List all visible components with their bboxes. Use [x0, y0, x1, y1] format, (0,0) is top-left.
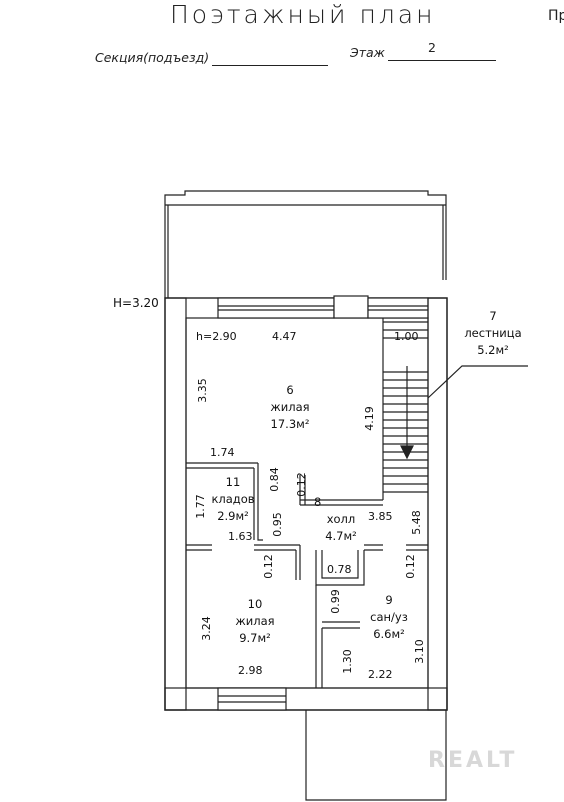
room-number: 10	[247, 597, 263, 611]
room-name: кладов	[211, 492, 255, 506]
dim-2-98: 2.98	[238, 664, 263, 677]
hall-niche	[315, 550, 365, 586]
right-wall	[427, 297, 448, 711]
porch-outline	[305, 710, 447, 801]
room-name: холл	[326, 512, 356, 526]
room-height: h=2.90	[196, 330, 237, 343]
section-label: Секция(подъезд)	[95, 50, 210, 65]
room-8-label: 8 холл 4.7м²	[314, 494, 368, 545]
room-number: 11	[225, 475, 241, 489]
dim-5-48: 5.48	[409, 510, 423, 535]
room-area: 9.7м²	[239, 631, 271, 645]
room-10-label: 10 жилая 9.7м²	[226, 596, 284, 647]
dim-3-35: 3.35	[195, 378, 209, 403]
dim-0-99: 0.99	[328, 589, 342, 614]
dim-1-00: 1.00	[394, 330, 419, 343]
dim-0-78: 0.78	[327, 563, 352, 576]
room-area: 2.9м²	[217, 509, 249, 523]
leader-line	[427, 365, 528, 399]
balcony-outline	[164, 190, 447, 298]
room-11-label: 11 кладов 2.9м²	[204, 474, 262, 525]
room-name: жилая	[235, 614, 275, 628]
room-name: жилая	[270, 400, 310, 414]
room-area: 6.6м²	[373, 627, 405, 641]
dim-0-12-c: 0.12	[403, 554, 417, 579]
corner-text: Пр	[548, 8, 564, 24]
building-height: H=3.20	[113, 296, 159, 310]
room-number: 6	[286, 383, 294, 397]
door-bottom	[217, 687, 287, 711]
dim-3-24: 3.24	[199, 616, 213, 641]
room-area: 5.2м²	[477, 343, 509, 357]
dim-1-63: 1.63	[228, 530, 253, 543]
section-underline	[212, 49, 328, 66]
room-area: 17.3м²	[270, 417, 310, 431]
dim-0-12-b: 0.12	[261, 554, 275, 579]
room-name: лестница	[464, 326, 522, 340]
window-top	[217, 297, 335, 319]
dim-2-22: 2.22	[368, 668, 393, 681]
floor-underline	[388, 44, 496, 61]
bottom-wall	[164, 687, 448, 711]
watermark-logo: REALT	[428, 748, 518, 773]
floor-value: 2	[428, 40, 436, 55]
dim-0-84: 0.84	[267, 467, 281, 492]
stair-arrow-head	[400, 445, 414, 460]
window-top-right	[367, 297, 429, 319]
dim-3-85: 3.85	[368, 510, 393, 523]
dim-1-74: 1.74	[210, 446, 235, 459]
floor-label: Этаж	[350, 45, 385, 60]
room-7-label: 7 лестница 5.2м²	[450, 308, 536, 359]
dim-1-30: 1.30	[340, 649, 354, 674]
room-6-label: 6 жилая 17.3м²	[258, 382, 322, 433]
room-area: 4.7м²	[325, 529, 357, 543]
dim-0-95: 0.95	[270, 512, 284, 537]
room-9-label: 9 сан/уз 6.6м²	[362, 592, 416, 643]
room-number: 8	[314, 495, 322, 509]
dim-4-47: 4.47	[272, 330, 297, 343]
room-number: 7	[489, 309, 497, 323]
pillar-top	[333, 295, 369, 319]
room-number: 9	[385, 593, 393, 607]
left-wall	[164, 297, 187, 711]
dim-0-12-a: 0.12	[294, 472, 308, 497]
dim-4-19: 4.19	[362, 406, 376, 431]
plan-title: Поэтажный план	[170, 0, 436, 29]
room-name: сан/уз	[370, 610, 408, 624]
